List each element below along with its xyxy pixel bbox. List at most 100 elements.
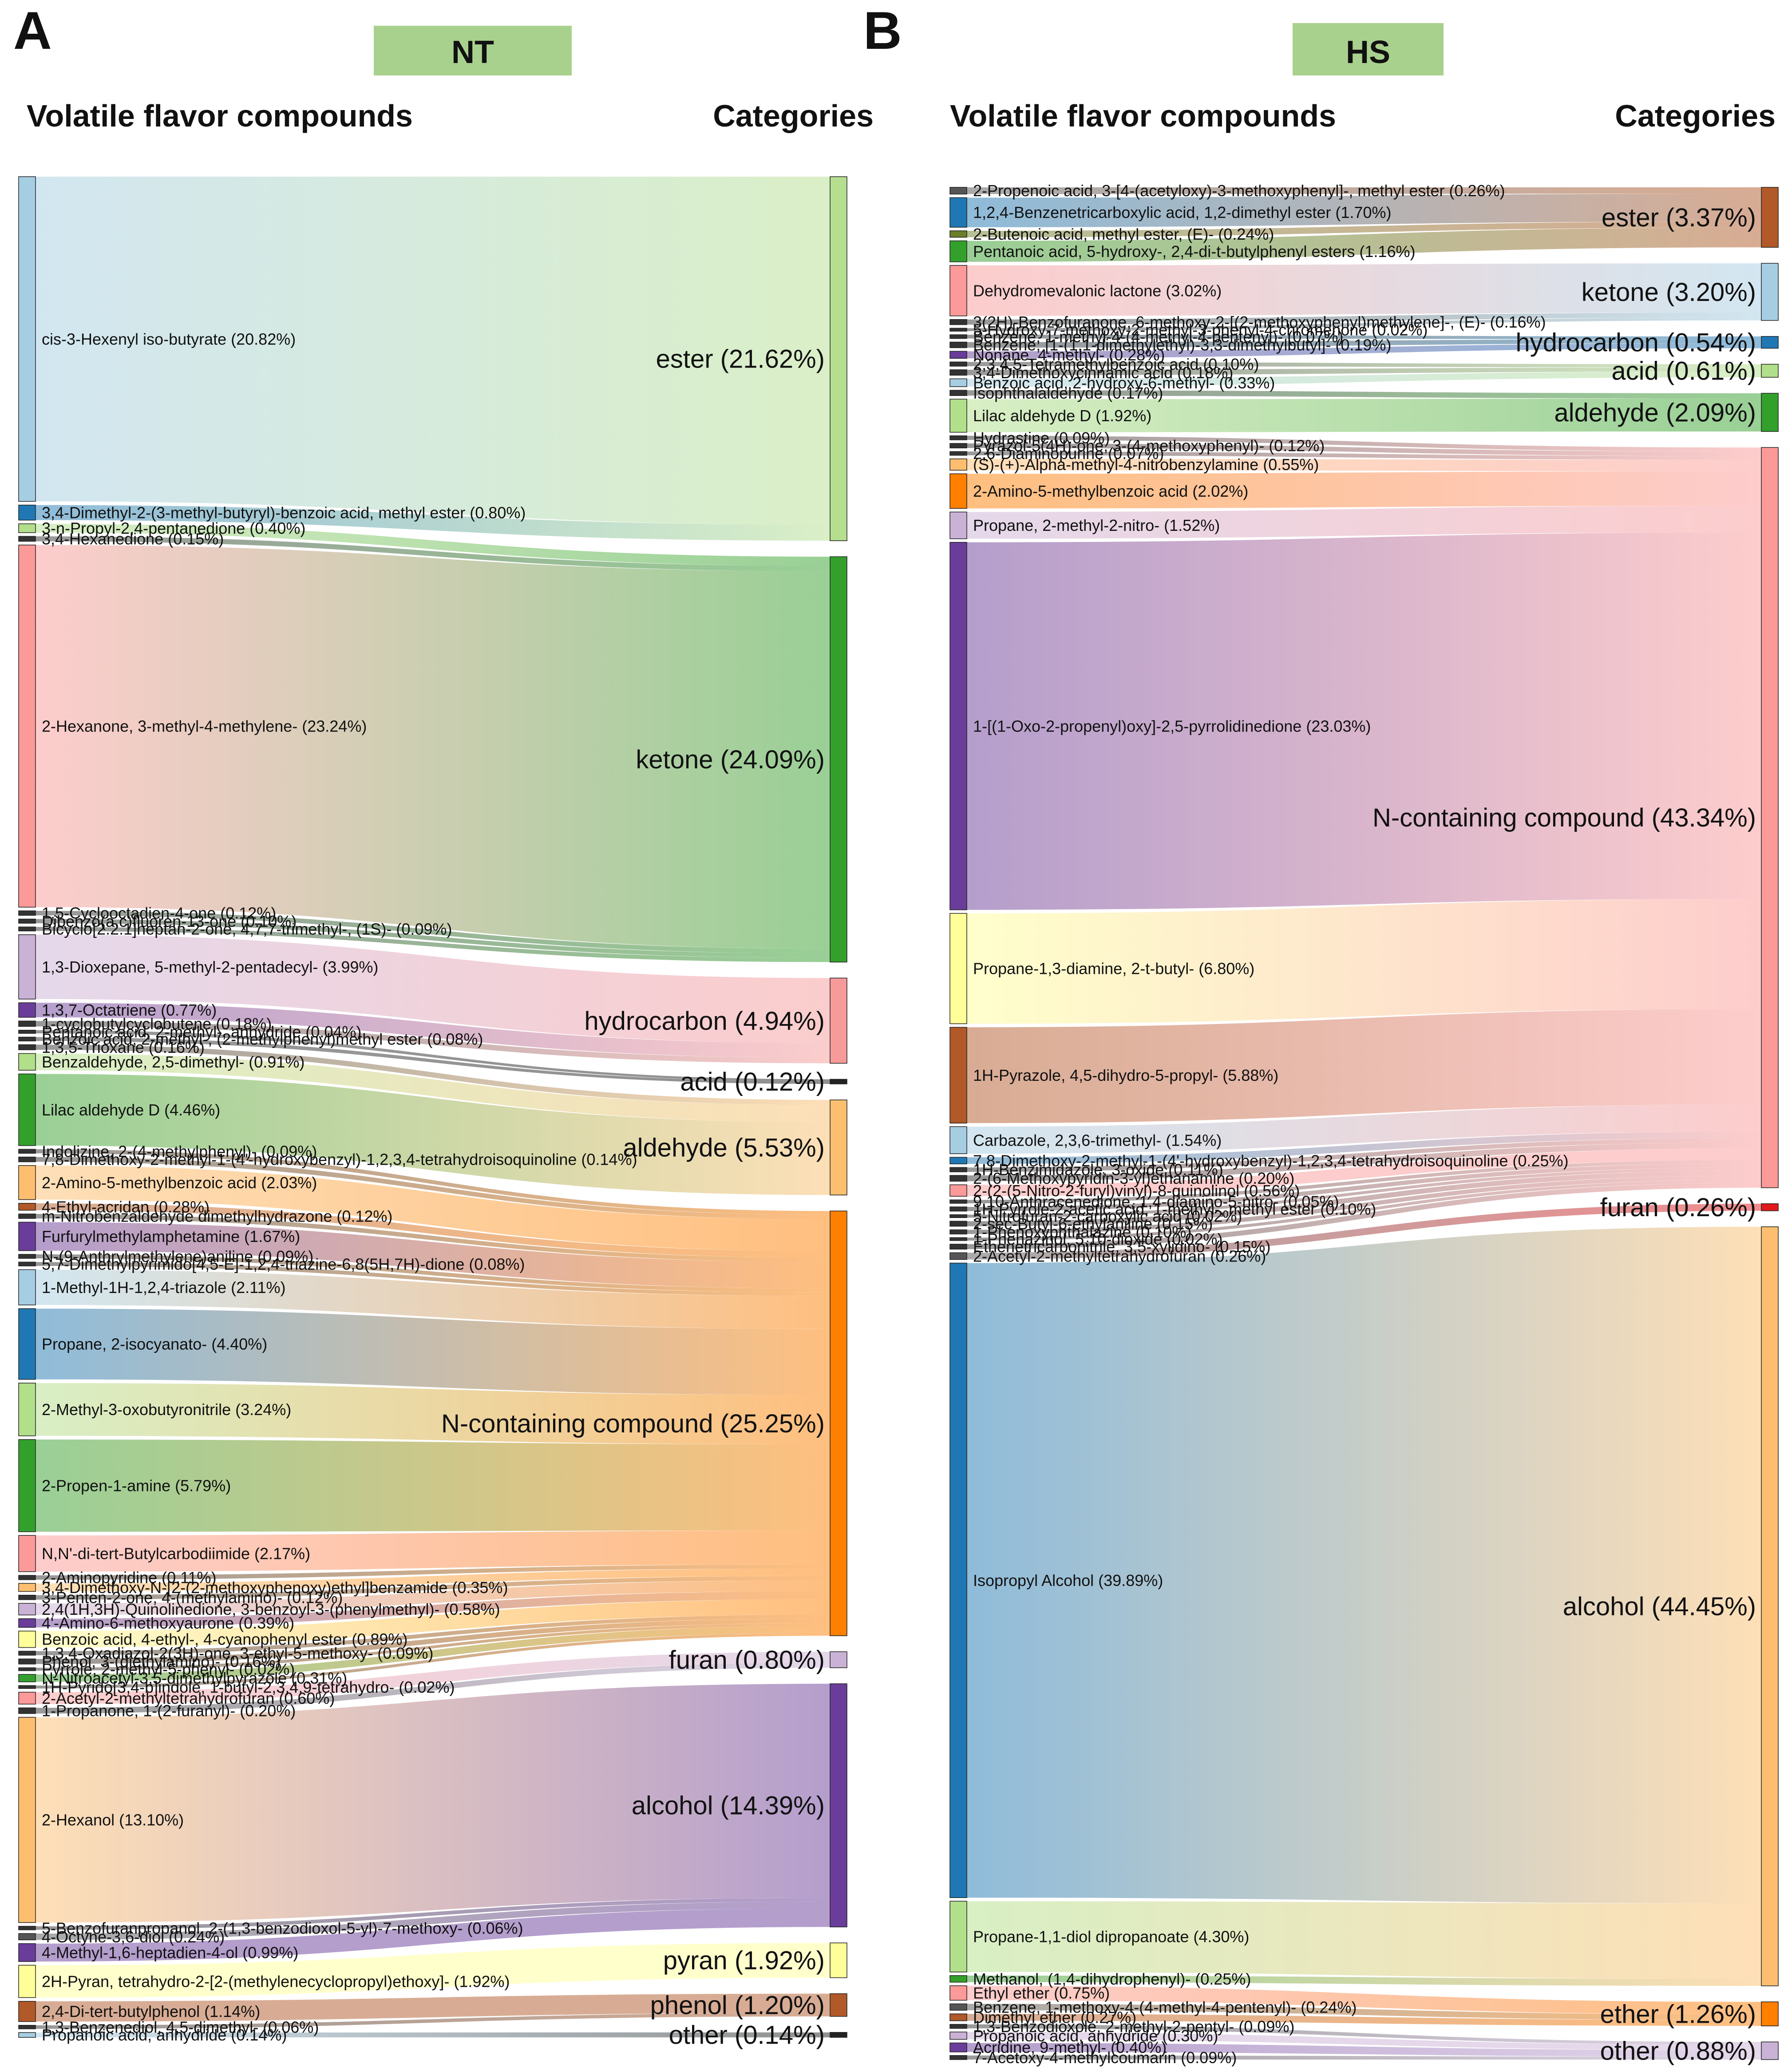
compound-node[interactable] [18,1618,36,1628]
compound-node[interactable] [18,1254,36,1259]
compound-node[interactable] [18,2032,36,2038]
compound-node[interactable] [949,1244,967,1250]
category-node[interactable] [1761,393,1779,432]
compound-node[interactable] [949,435,967,440]
compound-node[interactable] [949,319,967,325]
compound-node[interactable] [18,1583,36,1592]
compound-node[interactable] [18,1658,36,1665]
compound-node[interactable] [18,523,36,533]
compound-node[interactable] [18,1965,36,1998]
compound-node[interactable] [949,459,967,471]
compound-node[interactable] [949,1975,967,1983]
compound-node[interactable] [18,1707,36,1714]
compound-node[interactable] [949,473,967,509]
compound-node[interactable] [949,197,967,228]
compound-node[interactable] [949,390,967,396]
compound-node[interactable] [949,369,967,376]
compound-node[interactable] [949,1229,967,1234]
compound-node[interactable] [18,1685,36,1689]
category-node[interactable] [1761,187,1779,248]
compound-node[interactable] [18,1053,36,1071]
compound-node[interactable] [949,913,967,1024]
category-node[interactable] [830,1942,847,1978]
compound-node[interactable] [18,1717,36,1923]
compound-node[interactable] [18,2001,36,2022]
compound-node[interactable] [949,1221,967,1227]
compound-node[interactable] [949,2024,967,2029]
compound-node[interactable] [18,1535,36,1572]
compound-node[interactable] [949,1167,967,1172]
compound-node[interactable] [18,1044,36,1050]
compound-node[interactable] [949,1985,967,2001]
category-node[interactable] [830,1651,847,1669]
category-node[interactable] [1761,263,1779,321]
compound-node[interactable] [949,2013,967,2021]
compound-node[interactable] [949,1184,967,1197]
compound-node[interactable] [18,1603,36,1616]
compound-node[interactable] [949,334,967,339]
compound-node[interactable] [18,505,36,521]
category-node[interactable] [830,556,847,963]
compound-node[interactable] [949,1252,967,1260]
compound-node[interactable] [949,1206,967,1212]
category-node[interactable] [830,176,847,541]
compound-node[interactable] [18,1165,36,1200]
category-node[interactable] [1761,1226,1779,1986]
category-node[interactable] [1761,2041,1779,2060]
compound-node[interactable] [949,1175,967,1182]
compound-node[interactable] [949,511,967,539]
compound-node[interactable] [949,399,967,433]
compound-node[interactable] [18,934,36,1000]
compound-node[interactable] [949,1126,967,1154]
compound-node[interactable] [18,1261,36,1266]
compound-node[interactable] [18,1439,36,1532]
compound-node[interactable] [949,2042,967,2052]
category-node[interactable] [830,1079,847,1084]
compound-node[interactable] [949,2032,967,2040]
compound-node[interactable] [949,240,967,262]
compound-node[interactable] [18,1926,36,1930]
category-node[interactable] [1761,2001,1779,2027]
compound-node[interactable] [949,328,967,332]
compound-node[interactable] [949,1214,967,1218]
compound-node[interactable] [18,1222,36,1251]
compound-node[interactable] [18,1020,36,1027]
compound-node[interactable] [949,443,967,449]
compound-node[interactable] [949,265,967,316]
category-node[interactable] [1761,1203,1779,1211]
compound-node[interactable] [18,1651,36,1656]
compound-node[interactable] [949,1157,967,1164]
compound-node[interactable] [949,187,967,195]
compound-node[interactable] [949,1237,967,1241]
compound-node[interactable] [18,1149,36,1154]
compound-node[interactable] [949,1027,967,1124]
category-node[interactable] [1761,447,1779,1188]
category-node[interactable] [830,2032,847,2038]
compound-node[interactable] [18,176,36,502]
compound-node[interactable] [18,1383,36,1436]
compound-node[interactable] [949,1199,967,1204]
category-node[interactable] [830,1210,847,1636]
category-node[interactable] [830,1993,847,2017]
compound-node[interactable] [949,1901,967,1973]
compound-node[interactable] [949,451,967,456]
compound-node[interactable] [18,1214,36,1219]
compound-node[interactable] [949,2055,967,2060]
compound-node[interactable] [949,351,967,359]
compound-node[interactable] [949,230,967,238]
compound-node[interactable] [18,1943,36,1962]
category-node[interactable] [830,977,847,1064]
compound-node[interactable] [949,361,967,367]
compound-node[interactable] [18,1575,36,1580]
category-node[interactable] [830,1683,847,1927]
compound-node[interactable] [18,1308,36,1380]
compound-node[interactable] [18,918,36,924]
category-node[interactable] [830,1099,847,1196]
compound-node[interactable] [18,926,36,932]
compound-node[interactable] [18,1030,36,1034]
compound-node[interactable] [18,1667,36,1671]
compound-node[interactable] [949,378,967,387]
compound-node[interactable] [18,1156,36,1163]
compound-node[interactable] [18,1073,36,1146]
compound-node[interactable] [18,1269,36,1305]
